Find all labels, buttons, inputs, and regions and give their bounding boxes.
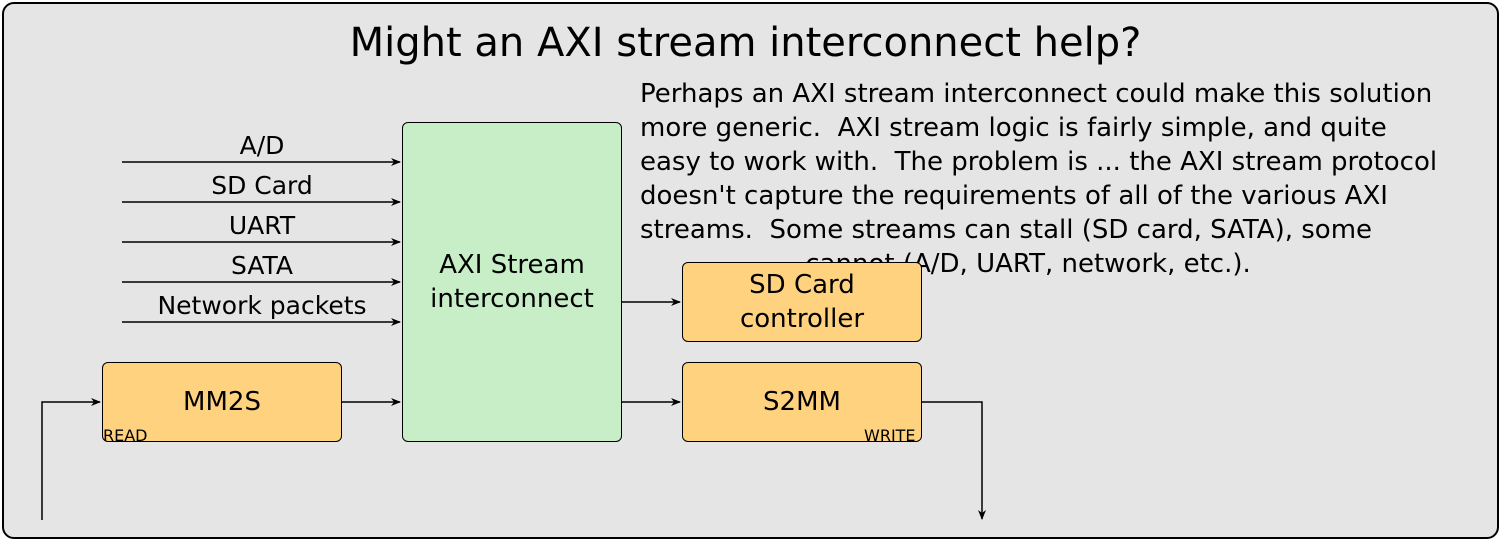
input-label-ad: A/D (239, 131, 285, 160)
note-line: cannot (A/D, UART, network, etc.). (640, 249, 1251, 279)
mm2s-label: MM2S (183, 387, 261, 417)
input-label-network: Network packets (157, 291, 367, 320)
explanation-text: Perhaps an AXI stream interconnect could… (640, 77, 1490, 281)
s2mm-box: S2MM (682, 362, 922, 442)
sd-controller-label-line: SD Card (749, 270, 855, 300)
axi-stream-interconnect-box: AXI Stream interconnect (402, 122, 622, 442)
interconnect-label-line: AXI Stream (439, 250, 585, 280)
note-line: streams. Some streams can stall (SD card… (640, 215, 1373, 245)
sd-controller-label-line: controller (739, 304, 865, 334)
s2mm-label: S2MM (763, 387, 841, 417)
read-feed-arrow (41, 398, 101, 520)
note-line: more generic. AXI stream logic is fairly… (640, 113, 1387, 143)
input-label-sdcard: SD Card (211, 171, 313, 200)
note-line: doesn't capture the requirements of all … (640, 181, 1388, 211)
interconnect-label-line: interconnect (430, 284, 594, 314)
input-label-uart: UART (228, 211, 296, 240)
write-out-arrow (922, 401, 986, 520)
note-line: Perhaps an AXI stream interconnect could… (640, 79, 1433, 109)
write-tag: WRITE (864, 426, 916, 445)
sd-card-controller-box: SD Card controller (682, 262, 922, 342)
note-line: easy to work with. The problem is ... th… (640, 147, 1438, 177)
mm2s-box: MM2S (102, 362, 342, 442)
input-label-sata: SATA (231, 251, 293, 280)
diagram-title: Might an AXI stream interconnect help? (349, 20, 1142, 66)
read-tag: READ (103, 426, 148, 445)
